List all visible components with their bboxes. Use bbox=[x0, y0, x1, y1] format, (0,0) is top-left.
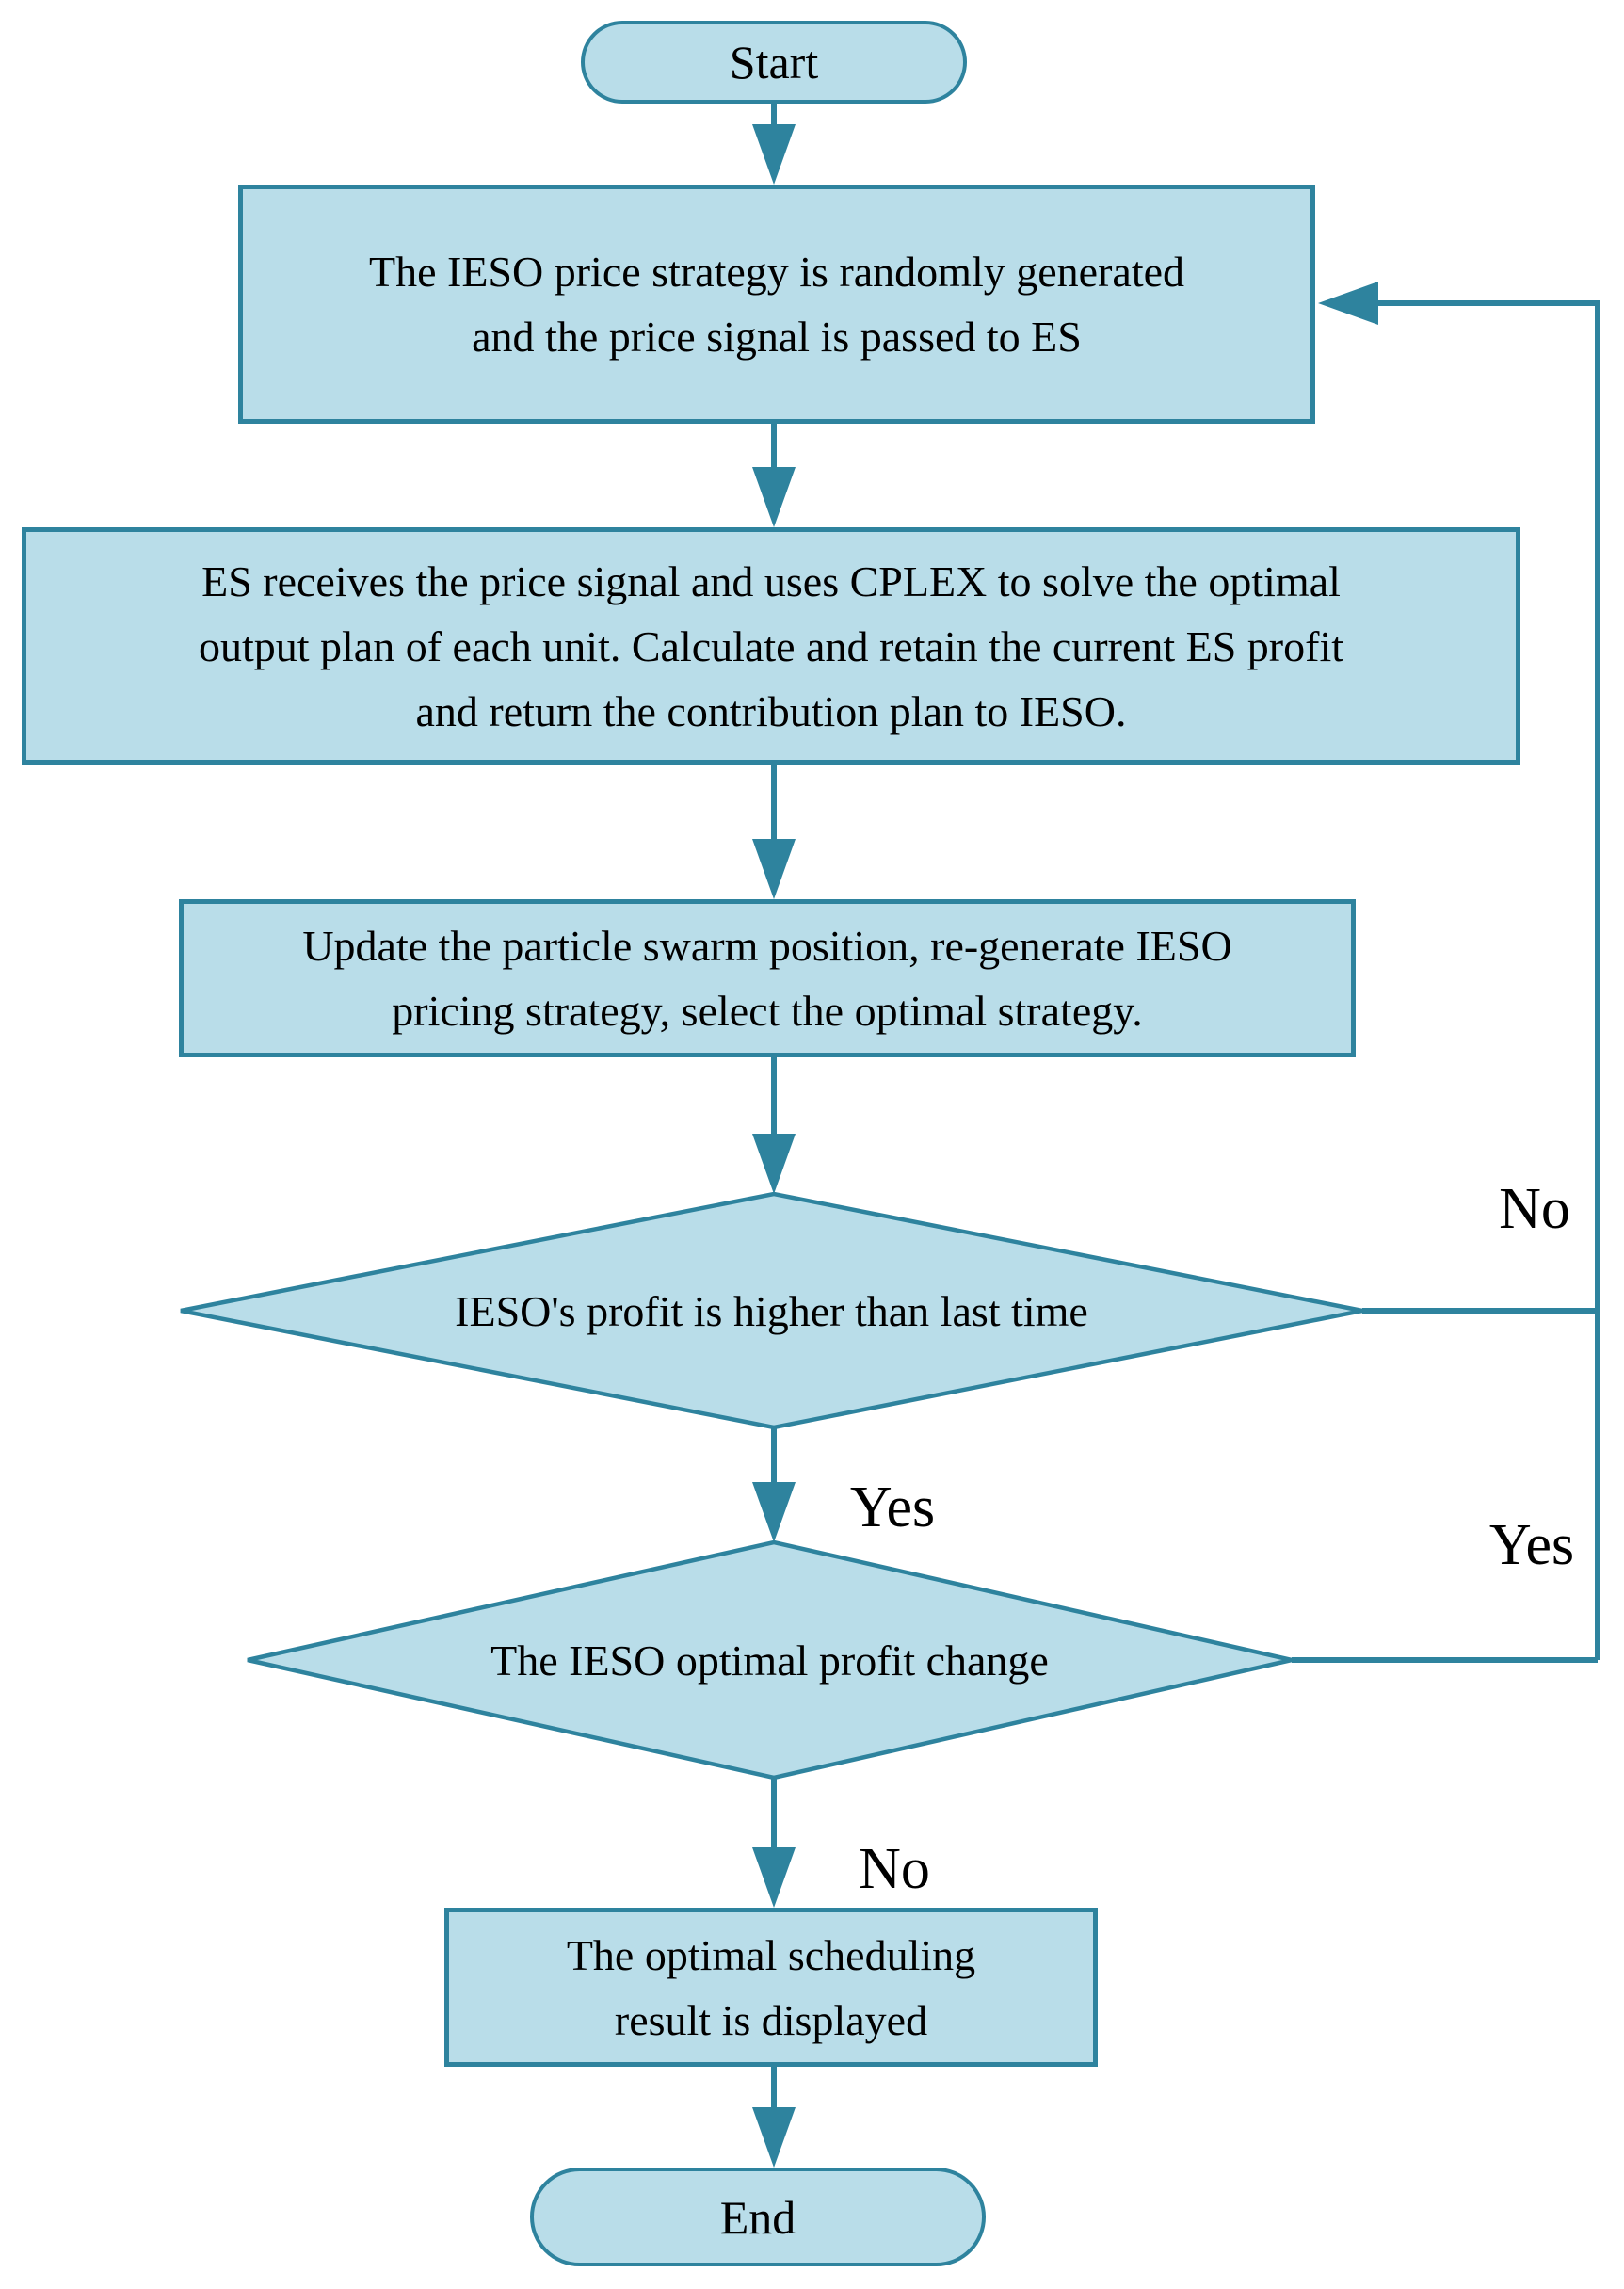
display-result-node: The optimal scheduling result is display… bbox=[444, 1908, 1098, 2067]
update-swarm-node: Update the particle swarm position, re-g… bbox=[179, 899, 1356, 1057]
decision-profit-higher-diamond bbox=[180, 1191, 1363, 1430]
end-node: End bbox=[530, 2168, 986, 2266]
es-cplex-solve-label: ES receives the price signal and uses CP… bbox=[198, 556, 1344, 735]
update-swarm-label: Update the particle swarm position, re-g… bbox=[302, 922, 1232, 1035]
start-node: Start bbox=[581, 21, 967, 104]
loop-back-connector bbox=[1292, 300, 1600, 1663]
arrowhead-icon bbox=[752, 467, 796, 527]
arrowhead-icon bbox=[752, 1482, 796, 1542]
end-label: End bbox=[719, 2190, 796, 2244]
decision-profit-change-diamond bbox=[247, 1539, 1293, 1781]
arrowhead-icon bbox=[752, 124, 796, 185]
arrowhead-icon bbox=[752, 1134, 796, 1194]
label-yes-decision1: Yes bbox=[849, 1475, 936, 1539]
label-no-decision1: No bbox=[1499, 1177, 1570, 1241]
es-cplex-solve-node: ES receives the price signal and uses CP… bbox=[22, 527, 1520, 765]
loop-arrowhead-icon bbox=[1318, 282, 1378, 325]
label-yes-decision2: Yes bbox=[1488, 1513, 1575, 1577]
generate-price-strategy-label: The IESO price strategy is randomly gene… bbox=[368, 248, 1185, 361]
arrowhead-icon bbox=[752, 1847, 796, 1908]
arrowhead-icon bbox=[752, 2107, 796, 2168]
start-label: Start bbox=[729, 36, 819, 89]
display-result-label: The optimal scheduling result is display… bbox=[566, 1930, 976, 2044]
generate-price-strategy-node: The IESO price strategy is randomly gene… bbox=[238, 185, 1315, 424]
label-no-decision2: No bbox=[859, 1837, 930, 1901]
arrowhead-icon bbox=[752, 839, 796, 899]
